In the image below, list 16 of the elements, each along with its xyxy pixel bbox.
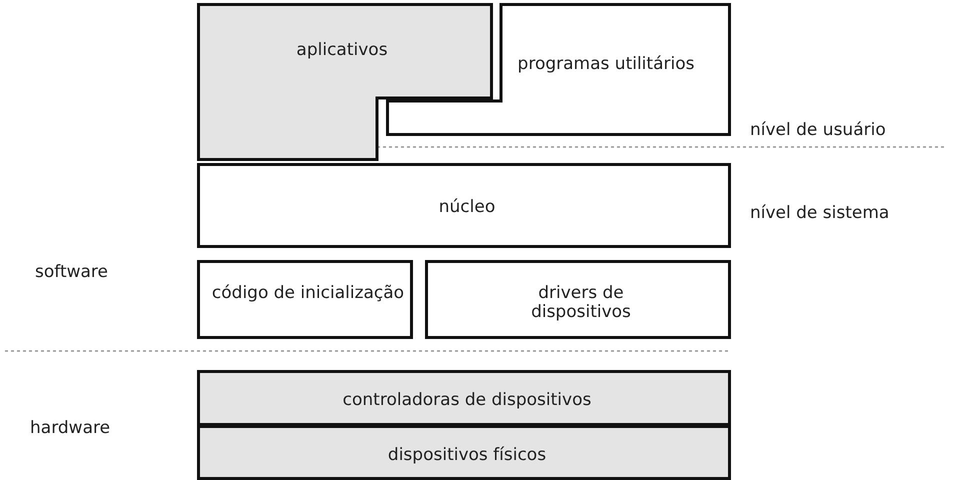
level-label: hardware bbox=[30, 418, 110, 438]
layer-block bbox=[425, 260, 731, 339]
level-label: nível de sistema bbox=[750, 203, 890, 223]
level-label: nível de usuário bbox=[750, 120, 886, 140]
level-label: software bbox=[35, 262, 108, 282]
block-label: controladoras de dispositivos bbox=[342, 391, 592, 410]
layer-block bbox=[197, 425, 731, 480]
layer-block bbox=[197, 163, 731, 248]
layer-block bbox=[197, 260, 413, 339]
block-label: programas utilitários bbox=[516, 55, 696, 74]
block-label: aplicativos bbox=[295, 41, 389, 60]
block-label: código de inicialização bbox=[210, 284, 406, 303]
layer-block bbox=[197, 370, 731, 426]
block-label: dispositivos físicos bbox=[386, 446, 548, 465]
block-label: núcleo bbox=[438, 198, 496, 217]
block-label: drivers de dispositivos bbox=[530, 284, 632, 322]
